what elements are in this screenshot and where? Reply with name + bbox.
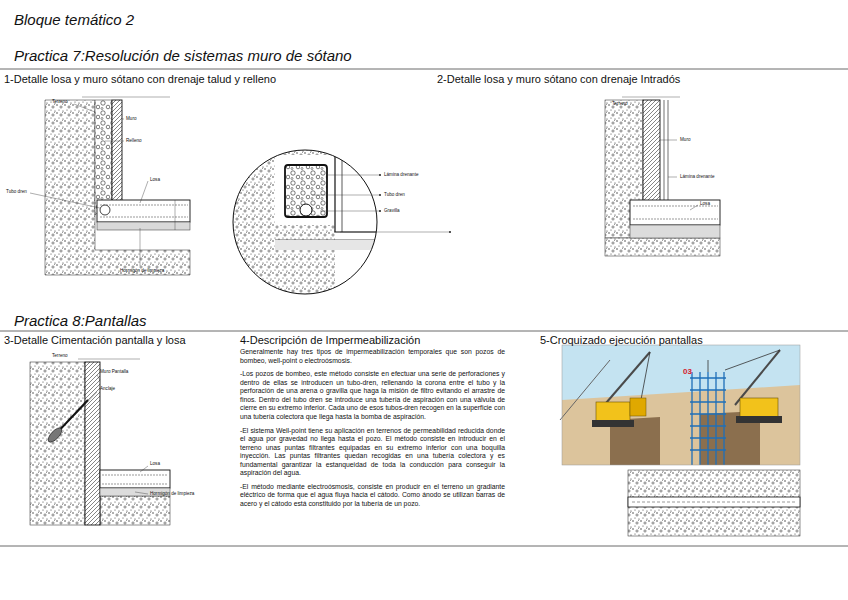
part-label: Lámina drenante bbox=[680, 174, 714, 180]
description-paragraph: -Los pozos de bombeo, este método consis… bbox=[240, 370, 505, 421]
part-label: Losa bbox=[150, 177, 160, 183]
wall-detail-2 bbox=[605, 97, 720, 256]
description-paragraph: -El método mediante electroósmosis, cons… bbox=[240, 483, 505, 509]
part-label: Terreno bbox=[612, 101, 628, 107]
part-label: Gravilla bbox=[384, 208, 400, 214]
part-label: Losa bbox=[150, 461, 160, 467]
section-heading: Practica 7:Resolución de sistemas muro d… bbox=[14, 47, 352, 65]
drain-circle-detail bbox=[230, 145, 451, 305]
part-label: Losa bbox=[700, 201, 710, 207]
part-label: Hormigón de limpieza bbox=[150, 491, 194, 497]
part-label: Tubo dren bbox=[6, 189, 27, 195]
drawing-heading: 3-Detalle Cimentación pantalla y losa bbox=[4, 334, 186, 347]
drawing-heading: 5-Croquizado ejecución pantallas bbox=[540, 334, 703, 347]
part-label: Lámina drenante bbox=[384, 172, 418, 178]
part-label: Muro bbox=[680, 137, 690, 143]
wall-detail-1 bbox=[30, 97, 190, 275]
sheet-title: Bloque temático 2 bbox=[14, 11, 134, 29]
part-label: Hormigón de limpieza bbox=[120, 268, 164, 274]
part-label: Tubo dren bbox=[384, 192, 405, 198]
drawing-heading: 4-Descripción de Impermeabilización bbox=[240, 334, 420, 347]
drawing-heading: 2-Detalle losa y muro sótano con drenaje… bbox=[437, 73, 680, 86]
part-label: Terreno bbox=[52, 353, 68, 359]
part-label: Anclaje bbox=[100, 386, 115, 392]
section-heading: Practica 8:Pantallas bbox=[14, 312, 147, 330]
part-label: Muro Pantalla bbox=[100, 369, 128, 375]
callout-number: 03 bbox=[683, 367, 692, 377]
diaphragm-wall-detail bbox=[30, 359, 170, 525]
part-label: Muro bbox=[126, 116, 136, 122]
drawing-heading: 1-Detalle losa y muro sótano con drenaje… bbox=[4, 73, 276, 86]
part-label: Terreno bbox=[52, 99, 68, 105]
description-paragraph: Generalmente hay tres tipos de impermeab… bbox=[240, 348, 505, 365]
pump-section bbox=[628, 470, 800, 536]
crane-illustration bbox=[560, 345, 800, 465]
part-label: Relleno bbox=[126, 138, 142, 144]
description-paragraph: -El sistema Well-point tiene su aplicaci… bbox=[240, 427, 505, 478]
